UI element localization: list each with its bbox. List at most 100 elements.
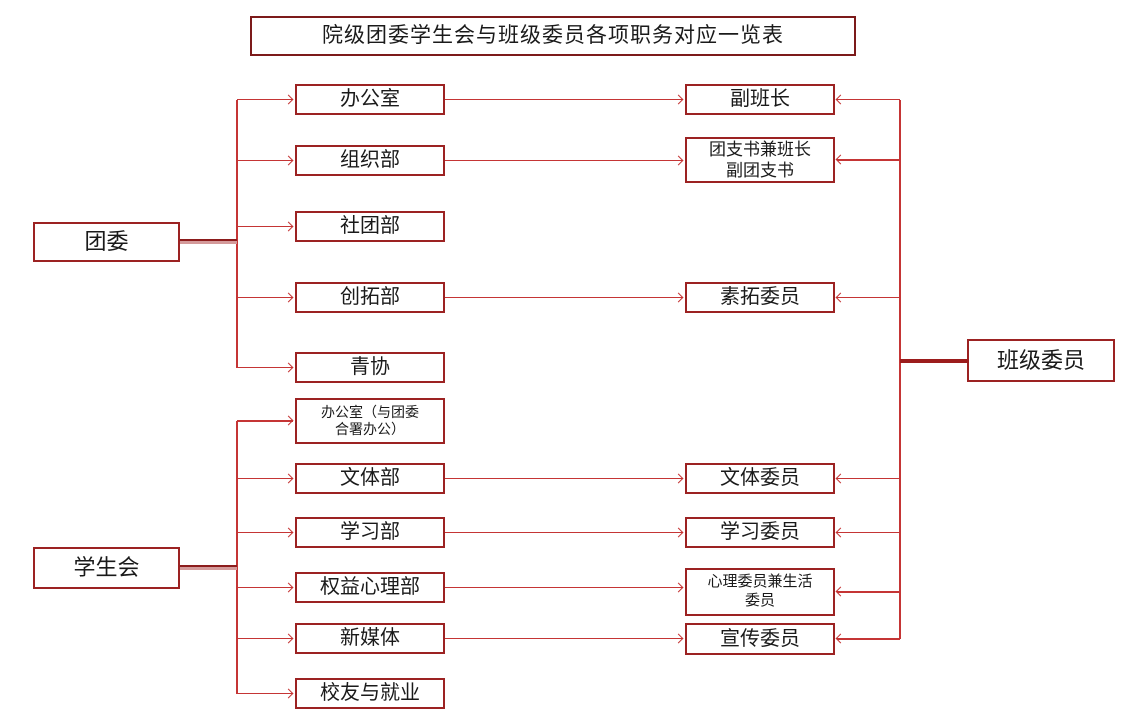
node-label-student-union: 学生会 xyxy=(73,555,140,581)
arrowhead-right-icon xyxy=(283,221,294,231)
mapping-line xyxy=(445,637,683,640)
node-label-study-dept: 学习部 xyxy=(340,521,400,543)
arrowhead-right-icon xyxy=(283,94,294,104)
branch-line xyxy=(237,98,293,101)
arrowhead-left-icon xyxy=(835,154,846,165)
arrowhead-right-icon xyxy=(283,473,294,483)
arrowhead-right-icon xyxy=(283,415,294,426)
arrowhead-right-icon xyxy=(283,582,294,592)
arrowhead-left-icon xyxy=(835,473,846,483)
arrowhead-right-icon xyxy=(283,688,294,698)
node-rights-psychology-dept: 权益心理部 xyxy=(295,572,445,603)
diagram-title: 院级团委学生会与班级委员各项职务对应一览表 xyxy=(322,23,784,47)
branch-line xyxy=(837,477,900,480)
branch-line xyxy=(837,638,900,640)
node-quality-dev-member: 素拓委员 xyxy=(685,282,835,313)
node-office-joint-dept: 办公室（与团委 合署办公） xyxy=(295,398,445,444)
node-label-alumni-employment-dept: 校友与就业 xyxy=(320,682,420,704)
node-youth-volunteers: 青协 xyxy=(295,352,445,383)
branch-line xyxy=(237,296,293,299)
branch-line xyxy=(237,420,293,422)
branch-line xyxy=(237,366,293,369)
node-label-youth-volunteers: 青协 xyxy=(350,356,390,378)
root-connector xyxy=(180,565,237,570)
right-trunk-line xyxy=(899,99,901,639)
arrowhead-right-icon xyxy=(673,292,684,302)
node-clubs-dept: 社团部 xyxy=(295,211,445,242)
mapping-line xyxy=(445,159,683,162)
arrowhead-left-icon xyxy=(835,633,846,644)
node-label-rights-psychology-dept: 权益心理部 xyxy=(320,576,420,598)
branch-line xyxy=(837,159,900,161)
mapping-line xyxy=(445,586,683,589)
branch-line xyxy=(237,637,293,640)
node-label-office-joint-dept: 办公室（与团委 合署办公） xyxy=(321,403,419,438)
arrowhead-left-icon xyxy=(835,527,846,537)
node-label-arts-sports-dept: 文体部 xyxy=(340,467,400,489)
node-student-union: 学生会 xyxy=(33,547,180,589)
branch-line xyxy=(237,586,293,589)
branch-line xyxy=(237,531,293,534)
node-label-office-dept: 办公室 xyxy=(340,88,400,110)
mapping-line xyxy=(445,477,683,480)
node-label-study-member: 学习委员 xyxy=(720,521,800,543)
node-label-innovation-dept: 创拓部 xyxy=(340,286,400,308)
left-trunk-line xyxy=(236,99,238,368)
arrowhead-left-icon xyxy=(835,586,846,597)
branch-line xyxy=(837,296,900,299)
mapping-line xyxy=(445,98,683,101)
arrowhead-right-icon xyxy=(673,582,684,592)
diagram-title-box: 院级团委学生会与班级委员各项职务对应一览表 xyxy=(250,16,856,56)
arrowhead-right-icon xyxy=(673,155,684,165)
node-organization-dept: 组织部 xyxy=(295,145,445,176)
node-label-new-media-dept: 新媒体 xyxy=(340,627,400,649)
arrowhead-right-icon xyxy=(673,94,684,104)
arrowhead-right-icon xyxy=(673,473,684,483)
branch-line xyxy=(837,591,900,593)
node-label-class-committee: 班级委员 xyxy=(996,347,1085,373)
branch-line xyxy=(837,98,900,101)
root-connector xyxy=(180,239,237,244)
node-label-psychology-life-member: 心理委员兼生活 委员 xyxy=(707,573,813,609)
root-connector xyxy=(900,358,969,363)
mapping-line xyxy=(445,296,683,299)
mapping-line xyxy=(445,531,683,534)
node-label-league-secretary-monitor: 团支书兼班长 副团支书 xyxy=(709,139,811,180)
node-label-vice-monitor: 副班长 xyxy=(730,88,790,110)
branch-line xyxy=(237,225,293,228)
left-trunk-line xyxy=(236,421,238,694)
node-alumni-employment-dept: 校友与就业 xyxy=(295,678,445,709)
node-innovation-dept: 创拓部 xyxy=(295,282,445,313)
arrowhead-right-icon xyxy=(673,633,684,643)
arrowhead-right-icon xyxy=(283,155,294,165)
node-label-clubs-dept: 社团部 xyxy=(340,215,400,237)
node-arts-sports-dept: 文体部 xyxy=(295,463,445,494)
arrowhead-left-icon xyxy=(835,94,846,104)
node-office-dept: 办公室 xyxy=(295,84,445,115)
branch-line xyxy=(237,159,293,162)
node-youth-league-committee: 团委 xyxy=(33,222,180,262)
node-new-media-dept: 新媒体 xyxy=(295,623,445,654)
node-label-arts-sports-member: 文体委员 xyxy=(720,467,800,489)
branch-line xyxy=(837,531,900,534)
node-label-organization-dept: 组织部 xyxy=(340,149,400,171)
node-study-member: 学习委员 xyxy=(685,517,835,548)
arrowhead-right-icon xyxy=(283,292,294,302)
node-label-quality-dev-member: 素拓委员 xyxy=(720,286,800,308)
node-label-publicity-member: 宣传委员 xyxy=(720,627,800,650)
branch-line xyxy=(237,692,293,695)
branch-line xyxy=(237,477,293,480)
node-label-youth-league-committee: 团委 xyxy=(84,229,129,255)
node-publicity-member: 宣传委员 xyxy=(685,623,835,655)
arrowhead-right-icon xyxy=(283,633,294,643)
node-vice-monitor: 副班长 xyxy=(685,84,835,115)
node-study-dept: 学习部 xyxy=(295,517,445,548)
arrowhead-right-icon xyxy=(283,527,294,537)
node-league-secretary-monitor: 团支书兼班长 副团支书 xyxy=(685,137,835,183)
arrowhead-right-icon xyxy=(673,527,684,537)
node-arts-sports-member: 文体委员 xyxy=(685,463,835,494)
node-psychology-life-member: 心理委员兼生活 委员 xyxy=(685,568,835,616)
node-class-committee: 班级委员 xyxy=(967,339,1115,382)
arrowhead-left-icon xyxy=(835,292,846,302)
